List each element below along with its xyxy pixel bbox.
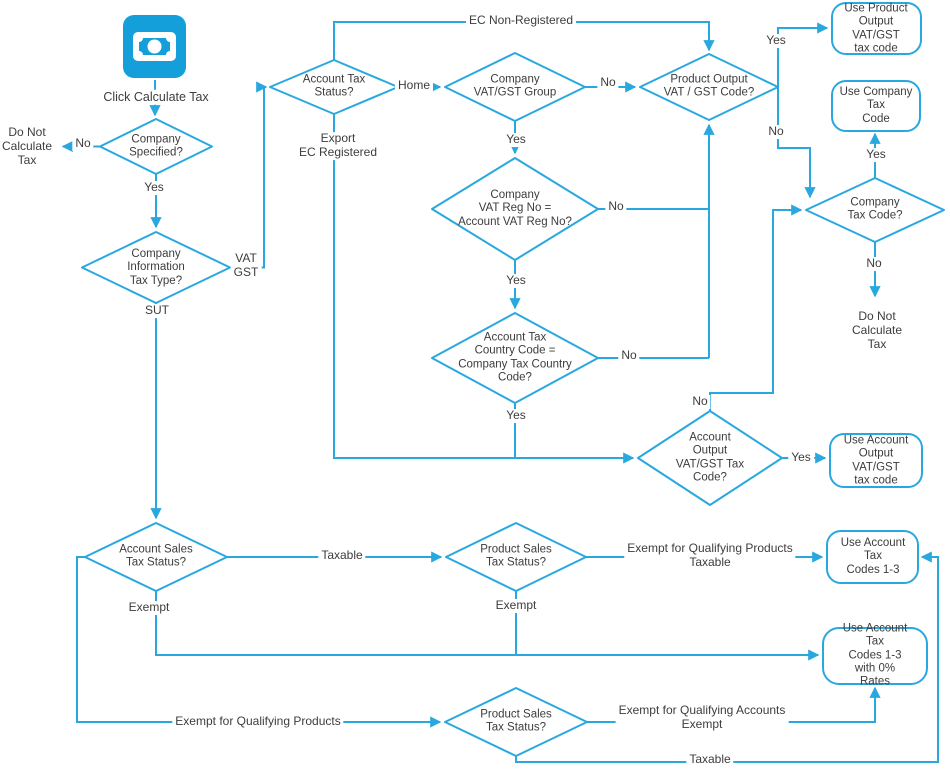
yes-country-label: Yes (503, 408, 529, 423)
use-company-tax-code-label: Use Company Tax Code (839, 86, 913, 125)
company-specified-label: Company Specified? (129, 133, 183, 159)
exempt-qualifying-accounts-exempt-label: Exempt for Qualifying Accounts Exempt (615, 703, 789, 732)
no-account-output-label: No (689, 394, 711, 409)
no-product-output-label: No (765, 124, 787, 139)
exempt-qualifying-products-taxable-label: Exempt for Qualifying Products Taxable (624, 541, 796, 570)
do-not-calculate-tax-left: Do Not Calculate Tax (1, 125, 53, 167)
company-vat-reg-no-label: Company VAT Reg No = Account VAT Reg No? (458, 189, 572, 228)
do-not-calculate-tax-right: Do Not Calculate Tax (851, 309, 903, 351)
start-label: Click Calculate Tax (101, 89, 211, 105)
account-tax-status-label: Account Tax Status? (302, 73, 366, 99)
use-account-tax-codes-label: Use Account Tax Codes 1-3 (840, 537, 906, 576)
use-account-output-label: Use Account Output VAT/GST tax code (843, 434, 909, 487)
account-sales-tax-status-label: Account Sales Tax Status? (119, 543, 193, 569)
taxable-account-sales-label: Taxable (318, 548, 366, 563)
edge-exempt-to-zero-rates (155, 591, 820, 661)
product-sales-tax-status-1-label: Product Sales Tax Status? (480, 543, 552, 569)
exempt-product-sales-label: Exempt (492, 598, 540, 613)
product-sales-tax-status-1-diamond (445, 522, 587, 592)
exempt-for-qualifying-products-label: Exempt for Qualifying Products (172, 714, 344, 729)
no-vat-reg-label: No (605, 199, 627, 214)
company-tax-code-diamond (805, 177, 945, 243)
use-company-tax-code-terminal (831, 80, 921, 132)
vat-gst-label: VAT GST (230, 251, 262, 280)
edge-no-product-output (777, 87, 816, 199)
sut-label: SUT (142, 303, 172, 318)
account-output-vat-gst-tax-code-diamond (637, 410, 783, 506)
use-account-tax-codes-zero-terminal (822, 627, 928, 685)
yes-vat-group-label: Yes (503, 132, 529, 147)
product-sales-tax-status-2-diamond (444, 687, 588, 757)
cash-bill-icon (123, 15, 186, 78)
product-output-vat-gst-code-label: Product Output VAT / GST Code? (663, 73, 755, 99)
company-information-tax-type-label: Company Information Tax Type? (127, 248, 185, 287)
account-tax-country-code-diamond (431, 312, 599, 404)
use-account-tax-codes-terminal (826, 530, 919, 584)
edge-no-account-output (709, 204, 803, 411)
company-tax-code-label: Company Tax Code? (847, 196, 903, 222)
use-account-output-terminal (829, 433, 923, 488)
product-sales-tax-status-2-label: Product Sales Tax Status? (480, 708, 552, 734)
company-information-tax-type-diamond (81, 231, 231, 304)
yes-product-output-label: Yes (763, 33, 789, 48)
yes-company-specified-label: Yes (141, 180, 167, 195)
product-output-vat-gst-code-diamond (639, 53, 779, 121)
home-label: Home (394, 78, 434, 93)
use-product-output-terminal (831, 2, 922, 55)
use-account-tax-codes-zero-label: Use Account Tax Codes 1-3 with 0% Rates (842, 622, 908, 688)
no-company-specified-label: No (72, 136, 94, 151)
edge-yes-product-output (777, 22, 829, 87)
ec-non-registered-label: EC Non-Registered (465, 13, 577, 28)
no-company-tax-label: No (863, 256, 885, 271)
account-tax-country-code-label: Account Tax Country Code = Company Tax C… (458, 331, 572, 384)
company-vat-reg-no-diamond (431, 157, 599, 261)
exempt-account-sales-label: Exempt (125, 600, 173, 615)
yes-account-output-label: Yes (788, 450, 814, 465)
account-sales-tax-status-diamond (84, 522, 228, 592)
edge-exempt-qualifying-products (76, 556, 442, 728)
export-ec-registered-label: Export EC Registered (295, 131, 381, 160)
edge-taxable-product-sales (515, 551, 939, 763)
yes-vat-reg-label: Yes (503, 273, 529, 288)
no-vat-group-label: No (597, 75, 619, 90)
company-vat-gst-group-label: Company VAT/GST Group (473, 73, 557, 99)
yes-company-tax-label: Yes (863, 147, 889, 162)
edge-vat-gst-to-account-tax-status (230, 81, 268, 269)
edge-export-ec-registered (333, 114, 635, 464)
taxable-product-sales-label: Taxable (686, 752, 734, 767)
no-country-label: No (618, 348, 640, 363)
account-output-vat-gst-tax-code-label: Account Output VAT/GST Tax Code? (675, 431, 745, 484)
company-specified-diamond (99, 118, 213, 175)
use-product-output-label: Use Product Output VAT/GST tax code (844, 2, 908, 55)
company-vat-gst-group-diamond (444, 52, 586, 122)
